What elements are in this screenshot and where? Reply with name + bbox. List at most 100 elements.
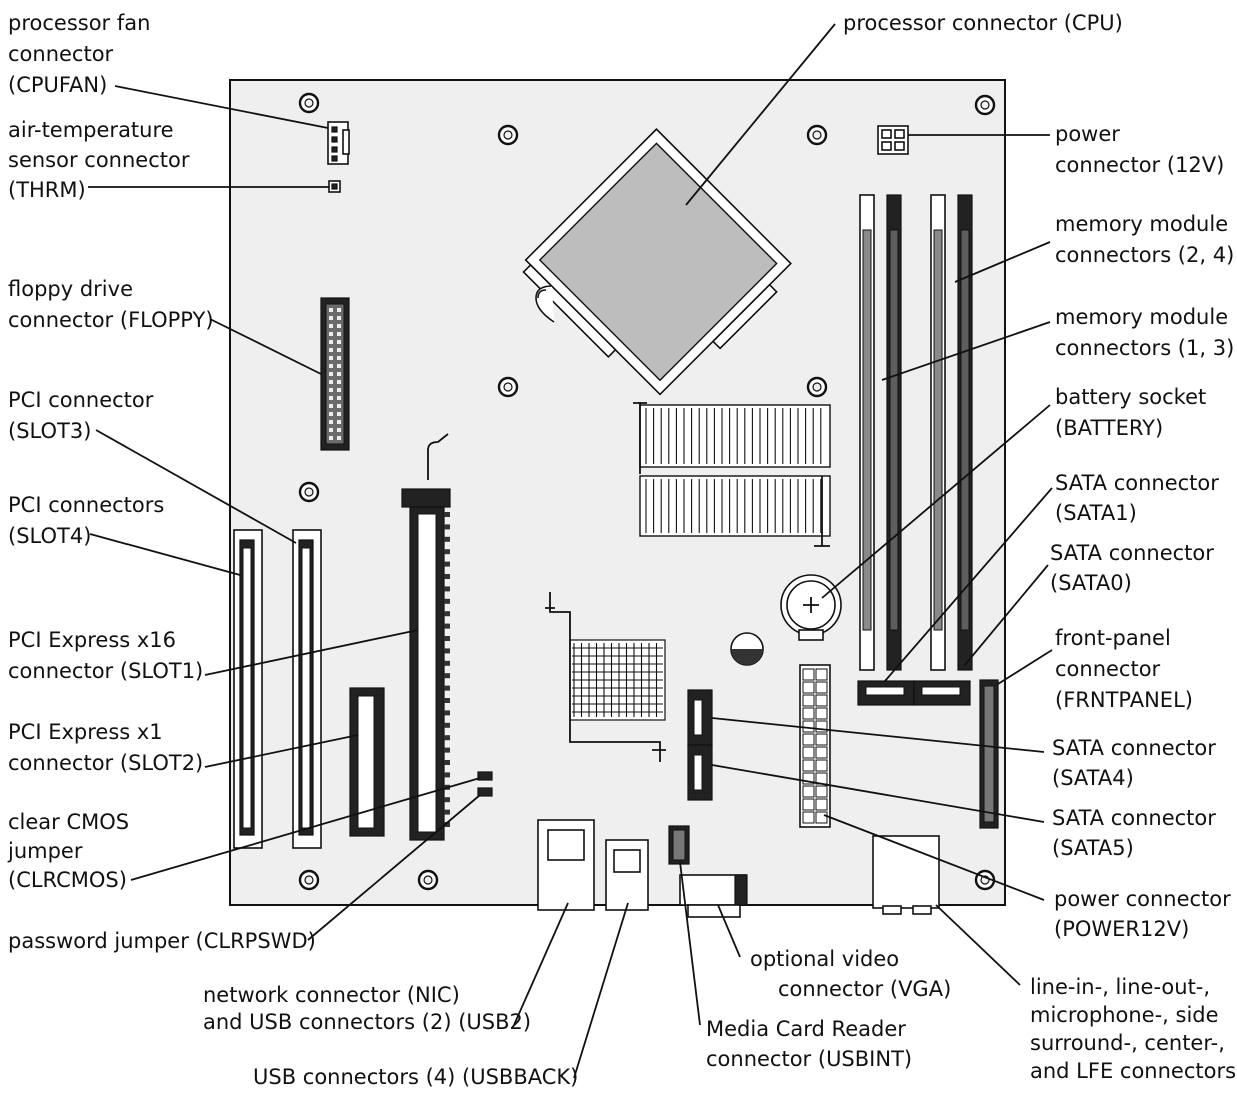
- slot-tooth: [444, 760, 450, 765]
- power-pin: [815, 707, 828, 720]
- pcie-x16-slot-1: [401, 433, 451, 841]
- sata0-connector: [913, 680, 971, 706]
- svg-text:power connector(POWER12V): power connector(POWER12V): [1054, 887, 1231, 941]
- slot-tooth: [444, 698, 450, 703]
- power-pin: [802, 772, 815, 785]
- rear-io-usb: [605, 839, 649, 911]
- slot-tooth: [444, 822, 450, 827]
- slot-tooth: [444, 710, 450, 716]
- pin: [329, 316, 333, 320]
- sata1-connector: [857, 680, 915, 706]
- svg-text:SATA connector(SATA0): SATA connector(SATA0): [1050, 541, 1214, 595]
- battery-socket: [780, 574, 842, 641]
- mounting-holes: [298, 92, 996, 891]
- southbridge-heatsink: [545, 592, 666, 762]
- mounting-hole: [974, 94, 996, 116]
- vga-connector: [679, 874, 748, 918]
- pin: [329, 372, 333, 376]
- power-pin: [815, 785, 828, 798]
- mounting-hole: [298, 92, 320, 114]
- mounting-hole: [417, 869, 439, 891]
- svg-text:SATA connector(SATA4): SATA connector(SATA4): [1052, 736, 1216, 790]
- pin: [329, 428, 333, 432]
- pin: [329, 420, 333, 424]
- pin: [337, 404, 341, 408]
- slot-tooth: [444, 673, 450, 679]
- svg-text:network connector (NIC)and USB: network connector (NIC)and USB connector…: [203, 983, 531, 1034]
- mounting-hole: [298, 481, 320, 503]
- power-pin: [802, 733, 815, 746]
- callout-slot3: PCI connector(SLOT3): [8, 388, 154, 443]
- callout-sata5: SATA connector(SATA5): [1052, 806, 1216, 860]
- svg-text:SATA connector(SATA1): SATA connector(SATA1): [1055, 471, 1219, 525]
- rear-io-nic-usb: [537, 819, 595, 911]
- sata4-connector: [687, 689, 713, 746]
- slot-tooth: [444, 797, 450, 803]
- pin: [337, 316, 341, 320]
- slot-tooth: [444, 648, 450, 654]
- power-pin: [802, 785, 815, 798]
- callout-cpu: processor connector (CPU): [843, 11, 1123, 35]
- slot-tooth: [444, 623, 450, 629]
- mounting-hole: [497, 376, 519, 398]
- pin: [337, 348, 341, 352]
- power-pin: [802, 694, 815, 707]
- clrpswd-jumper: [477, 787, 493, 797]
- slot-tooth: [444, 636, 450, 641]
- pin: [329, 308, 333, 312]
- power-pin: [802, 707, 815, 720]
- slot-tooth: [444, 660, 450, 666]
- northbridge-heatsink: [633, 402, 831, 547]
- slot-tooth: [444, 772, 450, 778]
- pin: [337, 396, 341, 400]
- leader-lines: [88, 23, 1053, 1079]
- power-12v-connector: [877, 125, 909, 155]
- memory-slot-4: [957, 194, 973, 671]
- memory-slot-3: [930, 194, 946, 671]
- slot-tooth: [444, 586, 450, 592]
- svg-text:PCI connector(SLOT3): PCI connector(SLOT3): [8, 388, 154, 443]
- pcie-x1-slot-2: [349, 687, 385, 837]
- power-pin: [802, 746, 815, 759]
- power-pin: [815, 733, 828, 746]
- clrcmos-jumper: [477, 771, 493, 781]
- mounting-hole: [806, 376, 828, 398]
- pin: [337, 420, 341, 424]
- svg-text:battery socket(BATTERY): battery socket(BATTERY): [1055, 385, 1206, 440]
- callout-sata4: SATA connector(SATA4): [1052, 736, 1216, 790]
- callout-battery: battery socket(BATTERY): [1055, 385, 1206, 440]
- pin: [329, 404, 333, 408]
- svg-text:line-in-, line-out-,microphone: line-in-, line-out-,microphone-, sidesur…: [1030, 975, 1236, 1083]
- slot-tooth: [444, 722, 450, 728]
- pin: [329, 340, 333, 344]
- power-pin: [802, 759, 815, 772]
- svg-text:SATA connector(SATA5): SATA connector(SATA5): [1052, 806, 1216, 860]
- pci-slot-4: [233, 529, 263, 849]
- cpufan-header: [327, 121, 350, 165]
- svg-text:password jumper (CLRPSWD): password jumper (CLRPSWD): [8, 929, 316, 953]
- pin: [337, 356, 341, 360]
- slot-tooth: [444, 735, 450, 741]
- pin: [329, 380, 333, 384]
- pin: [329, 364, 333, 368]
- sata5-connector: [687, 744, 713, 801]
- speaker: [730, 632, 764, 666]
- usbint-header: [668, 825, 690, 865]
- power-pin: [802, 668, 815, 681]
- mounting-hole: [298, 869, 320, 891]
- pin: [329, 332, 333, 336]
